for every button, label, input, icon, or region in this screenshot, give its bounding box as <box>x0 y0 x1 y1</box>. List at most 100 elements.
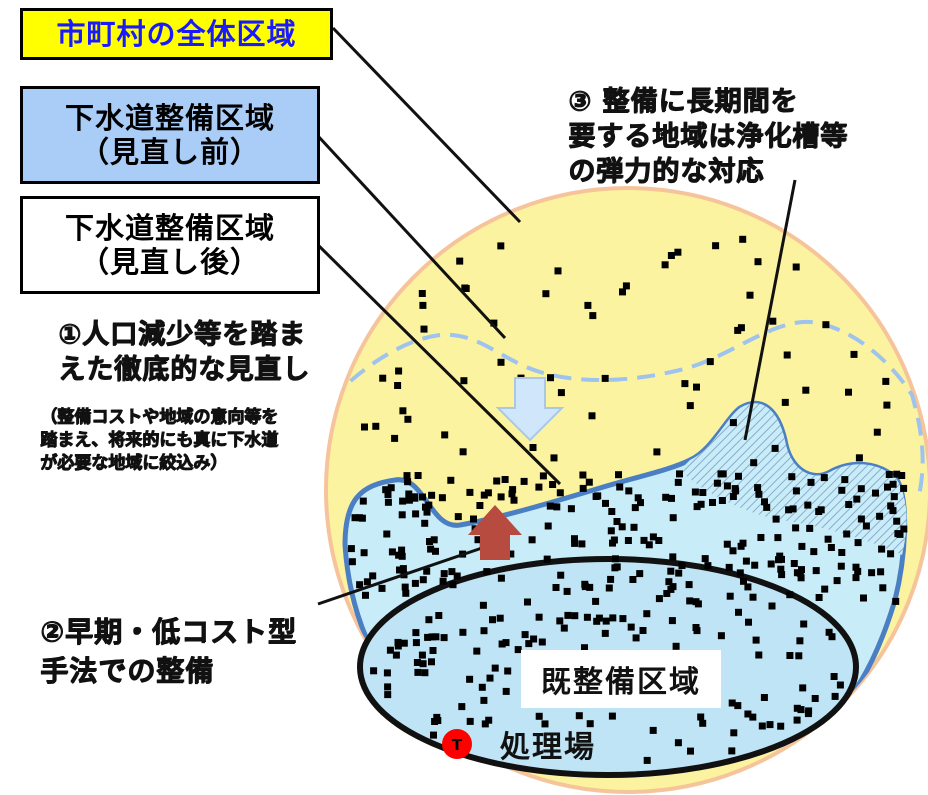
household-dot <box>697 500 705 508</box>
household-dot <box>501 476 509 483</box>
callout-lowcost-line1: ②早期・低コスト型 <box>40 615 297 648</box>
household-dot <box>632 634 640 642</box>
household-dot <box>685 581 693 589</box>
household-dot <box>709 499 716 506</box>
household-dots <box>347 235 908 764</box>
household-dot <box>736 569 744 577</box>
household-dot <box>735 472 742 480</box>
household-dot <box>575 712 583 720</box>
household-dot <box>896 530 904 538</box>
household-dot <box>412 639 420 647</box>
household-dot <box>900 484 908 492</box>
household-dot <box>734 326 742 334</box>
household-dot <box>746 291 754 299</box>
household-dot <box>423 508 431 516</box>
household-dot <box>579 484 587 492</box>
household-dot <box>528 536 536 544</box>
household-dot <box>749 713 757 721</box>
household-dot <box>744 583 752 591</box>
household-dot <box>535 613 543 621</box>
leader-after <box>316 243 562 486</box>
household-dot <box>425 501 433 509</box>
household-dot <box>369 572 377 580</box>
household-dot <box>797 574 805 582</box>
household-dot <box>890 493 898 501</box>
household-dot <box>378 584 386 592</box>
household-dot <box>539 472 547 480</box>
household-dot <box>441 431 449 439</box>
household-dot <box>817 506 825 514</box>
household-dot <box>767 560 775 568</box>
household-dot <box>496 614 504 622</box>
household-dot <box>740 577 747 585</box>
household-dot <box>361 423 368 431</box>
legend-sewer-before-line2: （見直し前） <box>79 135 260 169</box>
household-dot <box>693 627 701 635</box>
household-dot <box>769 317 777 325</box>
household-dot <box>592 597 600 605</box>
household-dot <box>432 547 439 555</box>
household-dot <box>726 592 734 600</box>
household-dot <box>521 631 529 639</box>
household-dot <box>384 498 392 506</box>
household-dot <box>602 617 610 625</box>
household-dot <box>831 692 839 700</box>
legend-sewer-after-line2: （見直し後） <box>79 245 260 279</box>
household-dot <box>675 569 683 577</box>
household-dot <box>546 502 554 510</box>
household-dot <box>560 624 568 632</box>
household-dot <box>636 570 644 578</box>
household-dot <box>661 261 669 269</box>
household-dot <box>541 720 549 728</box>
callout-septic-line2: 要する地域は浄化槽等 <box>568 121 848 153</box>
household-dot <box>663 590 671 597</box>
household-dot <box>502 639 510 647</box>
household-dot <box>704 562 712 570</box>
household-dot <box>613 518 621 525</box>
household-dot <box>359 497 367 505</box>
household-dot <box>655 595 663 603</box>
household-dot <box>401 583 409 591</box>
household-dot <box>586 583 594 591</box>
up-arrow-icon <box>468 505 522 560</box>
household-dot <box>440 570 448 578</box>
household-dot <box>609 614 617 622</box>
callout-septic-line3: の弾力的な対応 <box>568 156 764 188</box>
household-dot <box>798 566 805 574</box>
household-dot <box>420 325 428 333</box>
household-dot <box>394 382 402 389</box>
treatment-plant-marker-icon: T <box>442 729 472 759</box>
household-dot <box>394 638 402 646</box>
household-dot <box>877 568 885 576</box>
household-dot <box>745 618 752 626</box>
household-dot <box>529 444 537 451</box>
household-dot <box>535 483 543 491</box>
household-dot <box>583 613 591 621</box>
household-dot <box>824 535 832 543</box>
leader-before <box>316 134 507 340</box>
household-dot <box>723 540 731 548</box>
household-dot <box>637 499 644 507</box>
household-dot <box>643 756 651 764</box>
household-dot <box>649 726 657 734</box>
household-dot <box>761 498 768 506</box>
household-dot <box>845 388 852 396</box>
household-dot <box>667 585 675 593</box>
household-dot <box>419 493 426 501</box>
household-dot <box>453 572 461 580</box>
household-dot <box>605 584 613 592</box>
household-dot <box>476 502 484 509</box>
household-dot <box>608 712 616 720</box>
household-dot <box>402 589 410 597</box>
household-dot <box>412 510 420 518</box>
household-dot <box>758 722 766 730</box>
household-dot <box>414 472 422 479</box>
household-dot <box>674 478 682 486</box>
household-dot <box>520 477 528 485</box>
household-dot <box>807 478 815 486</box>
household-dot <box>872 489 879 497</box>
household-dot <box>461 284 469 292</box>
household-dot <box>883 401 891 409</box>
household-dot <box>403 472 411 480</box>
household-dot <box>836 681 844 689</box>
